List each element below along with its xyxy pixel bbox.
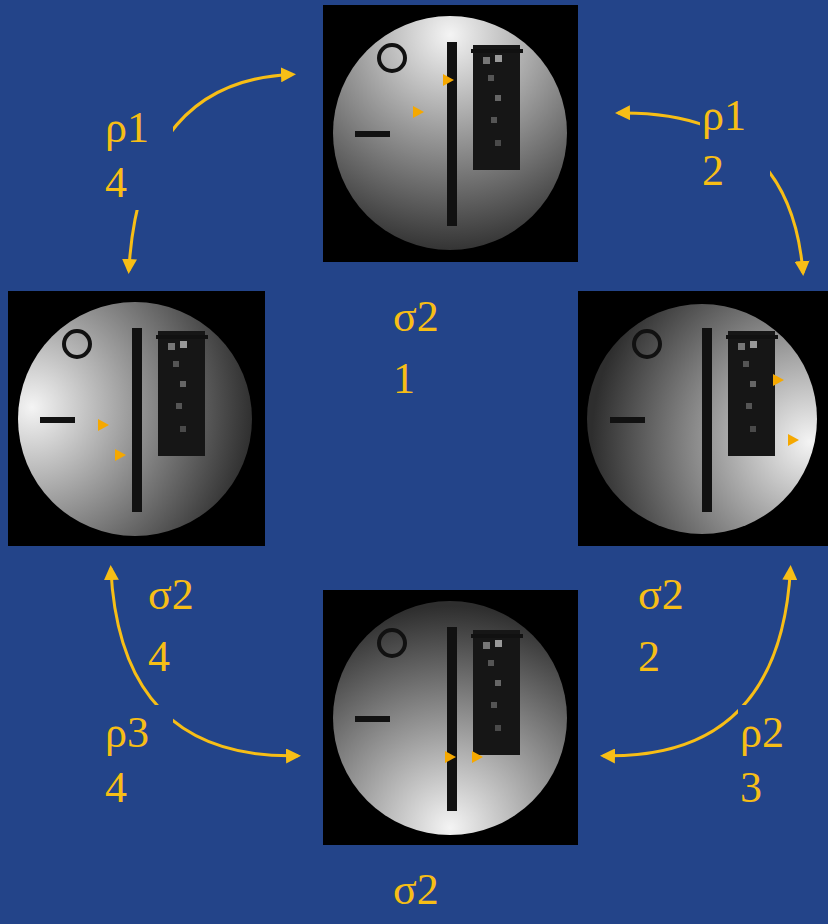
edge-label: ρ1 4 — [103, 100, 173, 210]
image-caption: σ2 1 — [393, 286, 468, 409]
image-caption: σ2 — [393, 859, 468, 921]
image-frame: σ2 — [323, 590, 578, 845]
edge-label: ρ2 3 — [738, 705, 808, 815]
image-caption: σ2 4 — [148, 564, 223, 687]
image-caption: σ2 2 — [638, 564, 713, 687]
image-frame: σ2 4 — [8, 291, 265, 546]
edge-label: ρ3 4 — [103, 705, 173, 815]
edge-label: ρ1 2 — [700, 88, 770, 198]
image-frame: σ2 1 — [323, 5, 578, 262]
image-frame: σ2 2 — [578, 291, 828, 546]
